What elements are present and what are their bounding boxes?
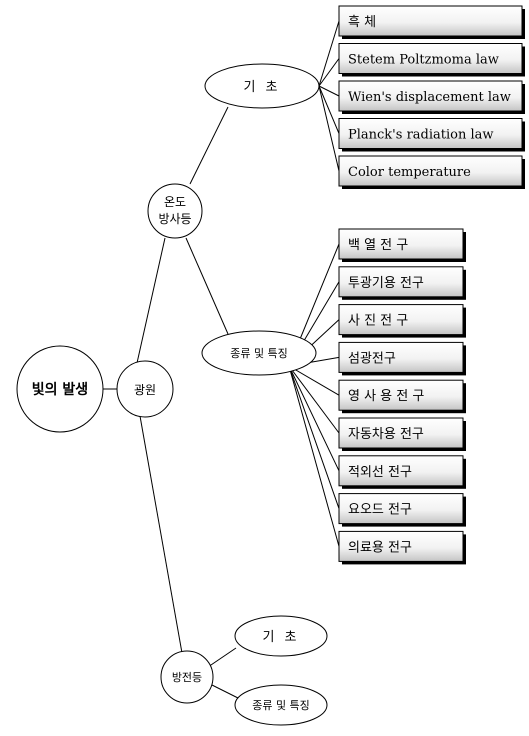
types-box <box>338 341 464 373</box>
types-box-label: 섬광전구 <box>348 351 396 366</box>
thermal-types-label: 종류 및 특징 <box>230 347 288 360</box>
basics-box-label: Wien's displacement law <box>348 90 511 105</box>
thermal-basics-node: 기 초 <box>204 63 320 109</box>
root-node: 빛의 발생 <box>16 345 104 433</box>
types-box-label: 사 진 전 구 <box>348 314 408 329</box>
thermal-label-line2: 방사등 <box>158 212 191 226</box>
types-box-label: 의료용 전구 <box>348 540 412 555</box>
types-box <box>338 417 464 449</box>
basics-fan-line <box>318 85 340 134</box>
basics-fan-lines <box>318 20 340 172</box>
basics-box <box>338 5 523 37</box>
connector-thermal-types <box>185 237 229 335</box>
discharge-basics-node: 기 초 <box>234 615 328 657</box>
connector-source-discharge <box>139 415 183 654</box>
types-box-label: 적외선 전구 <box>348 465 412 480</box>
discharge-types-label: 종류 및 특징 <box>252 699 310 712</box>
types-box-label: 영 사 용 전 구 <box>348 389 424 404</box>
types-box-label: 자동차용 전구 <box>348 427 424 442</box>
basics-fan-line <box>318 85 340 97</box>
basics-box <box>338 43 523 74</box>
connector-discharge-basics <box>207 647 237 668</box>
basics-fan-line <box>318 20 340 87</box>
basics-box-label: Stetem Poltzmoma law <box>348 53 499 68</box>
thermal-label-line1: 온도 <box>164 195 186 209</box>
types-box <box>338 266 464 298</box>
thermal-node: 온도 방사등 <box>147 183 203 239</box>
discharge-label: 방전등 <box>172 671 202 684</box>
basics-box-label: 흑 체 <box>348 15 376 30</box>
light-source-label: 광원 <box>134 383 156 397</box>
connector-thermal-basics <box>189 106 229 185</box>
types-box-label: 백 열 전 구 <box>348 238 408 253</box>
thermal-types-node: 종류 및 특징 <box>201 330 317 376</box>
types-box <box>338 493 464 525</box>
thermal-basics-label: 기 초 <box>243 80 280 95</box>
connector-source-thermal <box>136 237 166 364</box>
basics-box-label: Planck's radiation law <box>348 128 494 143</box>
basics-box <box>338 80 523 112</box>
basics-fan-line <box>318 85 340 172</box>
types-box <box>338 228 464 260</box>
basics-box <box>338 118 523 149</box>
types-box-label: 투광기용 전구 <box>348 276 424 291</box>
types-fan-line <box>288 365 340 396</box>
types-box <box>338 304 464 336</box>
basics-box-label: Color temperature <box>348 165 471 180</box>
types-box <box>338 455 464 487</box>
connector-discharge-types <box>209 683 239 699</box>
types-fan-line <box>288 365 340 509</box>
basics-box <box>338 155 523 187</box>
root-label: 빛의 발생 <box>32 381 88 398</box>
types-fan-line <box>288 365 340 434</box>
discharge-node: 방전등 <box>160 650 214 704</box>
types-fan-lines <box>288 243 340 547</box>
types-box <box>338 530 464 562</box>
discharge-basics-label: 기 초 <box>262 630 299 645</box>
types-box <box>338 379 464 411</box>
light-source-node: 광원 <box>116 360 174 418</box>
discharge-types-node: 종류 및 특징 <box>234 684 328 726</box>
types-fan-line <box>288 365 340 547</box>
connector-lines <box>103 20 340 699</box>
basics-fan-line <box>318 58 340 87</box>
types-box-label: 요오드 전구 <box>348 503 412 518</box>
types-fan-line <box>288 365 340 472</box>
